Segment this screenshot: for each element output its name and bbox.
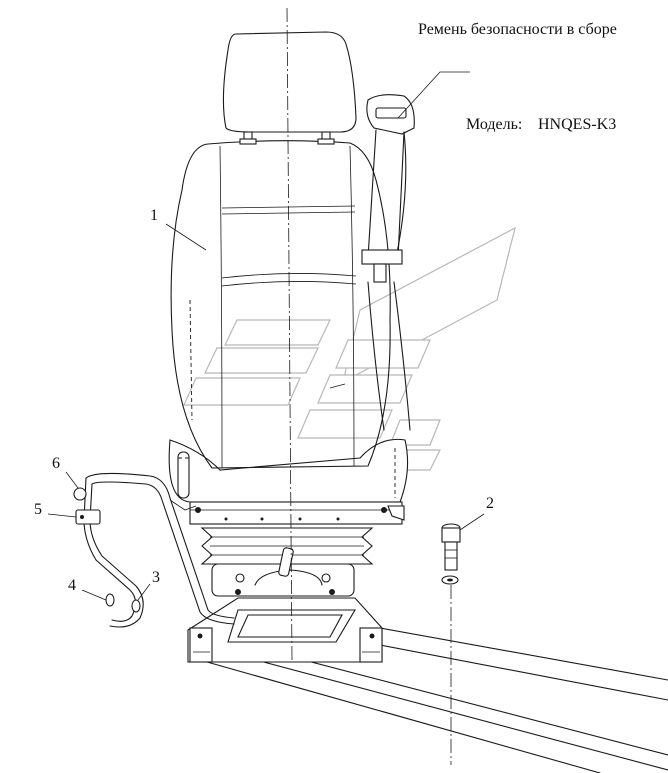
callout-6: 6: [52, 455, 60, 472]
belt-anchor-cable: [73, 472, 235, 628]
callout-4: 4: [68, 577, 76, 594]
callout-5: 5: [34, 501, 42, 518]
bolt-and-washer: [441, 523, 461, 765]
suspension: [200, 527, 374, 597]
watermark-logo: [183, 226, 516, 471]
seat-base: [187, 597, 383, 663]
callout-1: 1: [150, 207, 158, 224]
seat-belt: [329, 94, 415, 431]
model-code: HNQES-K3: [538, 116, 617, 133]
assembly-title: Ремень безопасности в сборе: [418, 21, 617, 38]
callout-3: 3: [152, 569, 160, 586]
assembly-leader-line: [397, 71, 470, 119]
headrest: [222, 31, 357, 145]
model-label: Модель:: [466, 116, 523, 133]
callout-2: 2: [486, 495, 494, 512]
callout-leaders: [47, 223, 485, 601]
center-axis: [286, 7, 293, 661]
seat-cushion-frame: [168, 438, 409, 525]
